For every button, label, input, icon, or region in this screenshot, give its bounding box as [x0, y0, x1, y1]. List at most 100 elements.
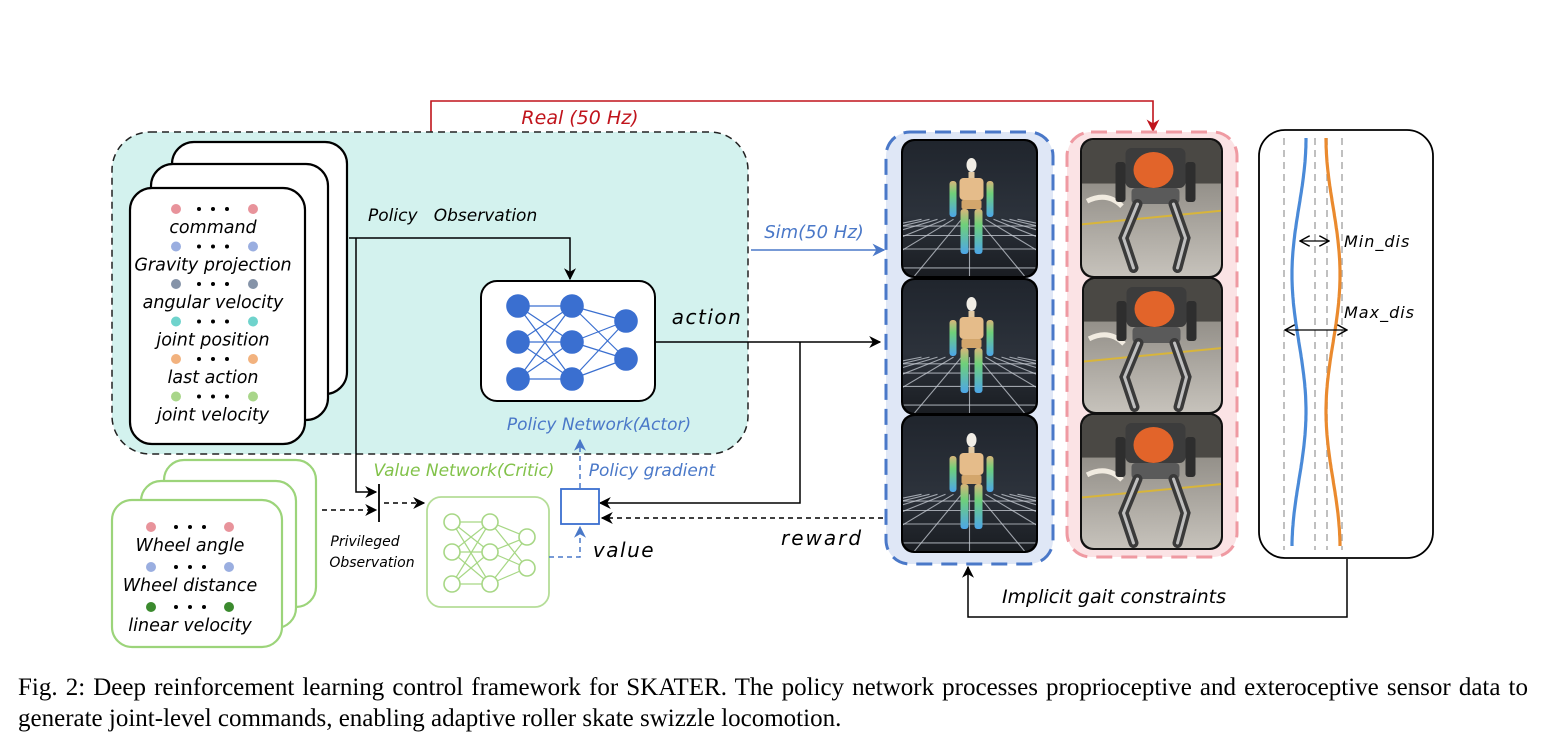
- value-network-label: Value Network(Critic): [374, 461, 555, 481]
- policy-observation-label: Policy Observation: [368, 206, 537, 226]
- net-node: [443, 575, 461, 593]
- priv-item: Wheel angle: [136, 522, 244, 556]
- net-node: [614, 309, 638, 333]
- robot-photo: [1115, 148, 1196, 273]
- policy-gradient-unit: Policy gradient value: [549, 438, 717, 562]
- color-dot: [146, 522, 156, 532]
- obs-item: Gravity projection: [134, 241, 292, 276]
- obs-item-label: command: [169, 218, 257, 238]
- ellipsis-dot: [225, 357, 229, 361]
- ellipsis-dot: [197, 357, 201, 361]
- priv-item-label: Wheel distance: [123, 576, 258, 596]
- obs-item: angular velocity: [143, 279, 284, 313]
- real-robot-image: [1080, 413, 1223, 550]
- priv-item: linear velocity: [128, 602, 252, 636]
- ellipsis-dot: [188, 605, 192, 609]
- net-node: [560, 367, 584, 391]
- obs-card-front: [128, 186, 307, 446]
- ellipsis-dot: [197, 244, 201, 249]
- ellipsis-dot: [188, 525, 192, 529]
- ellipsis-dot: [211, 357, 215, 361]
- net-edge: [571, 320, 627, 380]
- sim-image: [901, 278, 1038, 415]
- ellipsis-dot: [202, 525, 206, 529]
- gait-trace: [1324, 138, 1342, 546]
- color-dot: [171, 354, 181, 364]
- color-dot: [248, 279, 258, 289]
- privileged-label-line2: Observation: [329, 555, 414, 571]
- obs-item-label: last action: [168, 368, 259, 388]
- real-robot-image: [1080, 138, 1223, 278]
- obs-item: command: [169, 204, 258, 238]
- actor-network-graph: [506, 294, 638, 391]
- figure-caption: Fig. 2: Deep reinforcement learning cont…: [18, 674, 1528, 732]
- ellipsis-dot: [197, 207, 201, 211]
- reward-label: reward: [781, 526, 863, 550]
- net-node: [518, 528, 536, 546]
- net-node: [560, 330, 584, 354]
- obs-item: joint velocity: [155, 391, 270, 426]
- implicit-gait-link: Implicit gait constraints: [962, 559, 1348, 618]
- ellipsis-dot: [188, 565, 192, 569]
- value-network: Value Network(Critic): [374, 461, 555, 608]
- ellipsis-dot: [211, 244, 215, 249]
- net-node: [481, 575, 499, 593]
- real-robot-panel: [1065, 130, 1239, 559]
- privileged-label-line1: Privileged: [330, 534, 399, 550]
- net-node: [481, 513, 499, 531]
- gait-trace: [1290, 138, 1308, 546]
- net-node: [481, 543, 499, 561]
- obs-item-label: Gravity projection: [134, 256, 291, 276]
- policy-gradient-label: Policy gradient: [589, 461, 717, 481]
- ellipsis-dot: [197, 394, 201, 399]
- policy-network: Policy Network(Actor): [480, 280, 691, 435]
- color-dot: [248, 204, 258, 214]
- reward-link: reward: [600, 512, 883, 550]
- ellipsis-dot: [197, 319, 201, 324]
- color-dot: [248, 354, 258, 364]
- net-edge: [517, 305, 573, 380]
- net-edge: [489, 536, 528, 585]
- net-node: [614, 347, 638, 371]
- net-node: [443, 543, 461, 561]
- priv-item: Wheel distance: [123, 562, 258, 596]
- color-dot: [146, 602, 156, 612]
- color-dot: [224, 602, 234, 612]
- net-node: [506, 294, 530, 318]
- ellipsis-dot: [211, 282, 215, 286]
- ellipsis-dot: [225, 319, 229, 324]
- color-dot: [248, 316, 258, 327]
- min-dis-label: Min_dis: [1344, 232, 1410, 252]
- sim-link: Sim(50 Hz): [751, 222, 886, 257]
- ellipsis-dot: [202, 605, 206, 609]
- ellipsis-dot: [211, 394, 215, 399]
- ellipsis-dot: [197, 282, 201, 286]
- color-dot: [171, 391, 181, 402]
- value-label: value: [593, 538, 655, 562]
- ellipsis-dot: [225, 207, 229, 211]
- max-dis-label: Max_dis: [1344, 303, 1415, 323]
- real-link: Real (50 Hz): [430, 100, 1160, 133]
- policy-observation-link: Policy Observation: [349, 206, 576, 281]
- color-dot: [171, 316, 181, 327]
- action-label: action: [672, 305, 743, 329]
- implicit-gait-label: Implicit gait constraints: [1002, 586, 1226, 608]
- simulation-panel: [884, 130, 1055, 566]
- obs-item-label: angular velocity: [143, 293, 284, 313]
- color-dot: [224, 522, 234, 532]
- ellipsis-dot: [211, 319, 215, 324]
- obs-item: last action: [168, 354, 259, 388]
- net-edge: [571, 305, 627, 360]
- obs-item-label: joint position: [154, 331, 269, 351]
- ellipsis-dot: [174, 525, 178, 529]
- net-node: [560, 294, 584, 318]
- robot-figure: [949, 297, 994, 393]
- real-robot-image: [1082, 277, 1223, 414]
- color-dot: [146, 562, 156, 572]
- color-dot: [224, 562, 234, 572]
- color-dot: [171, 204, 181, 214]
